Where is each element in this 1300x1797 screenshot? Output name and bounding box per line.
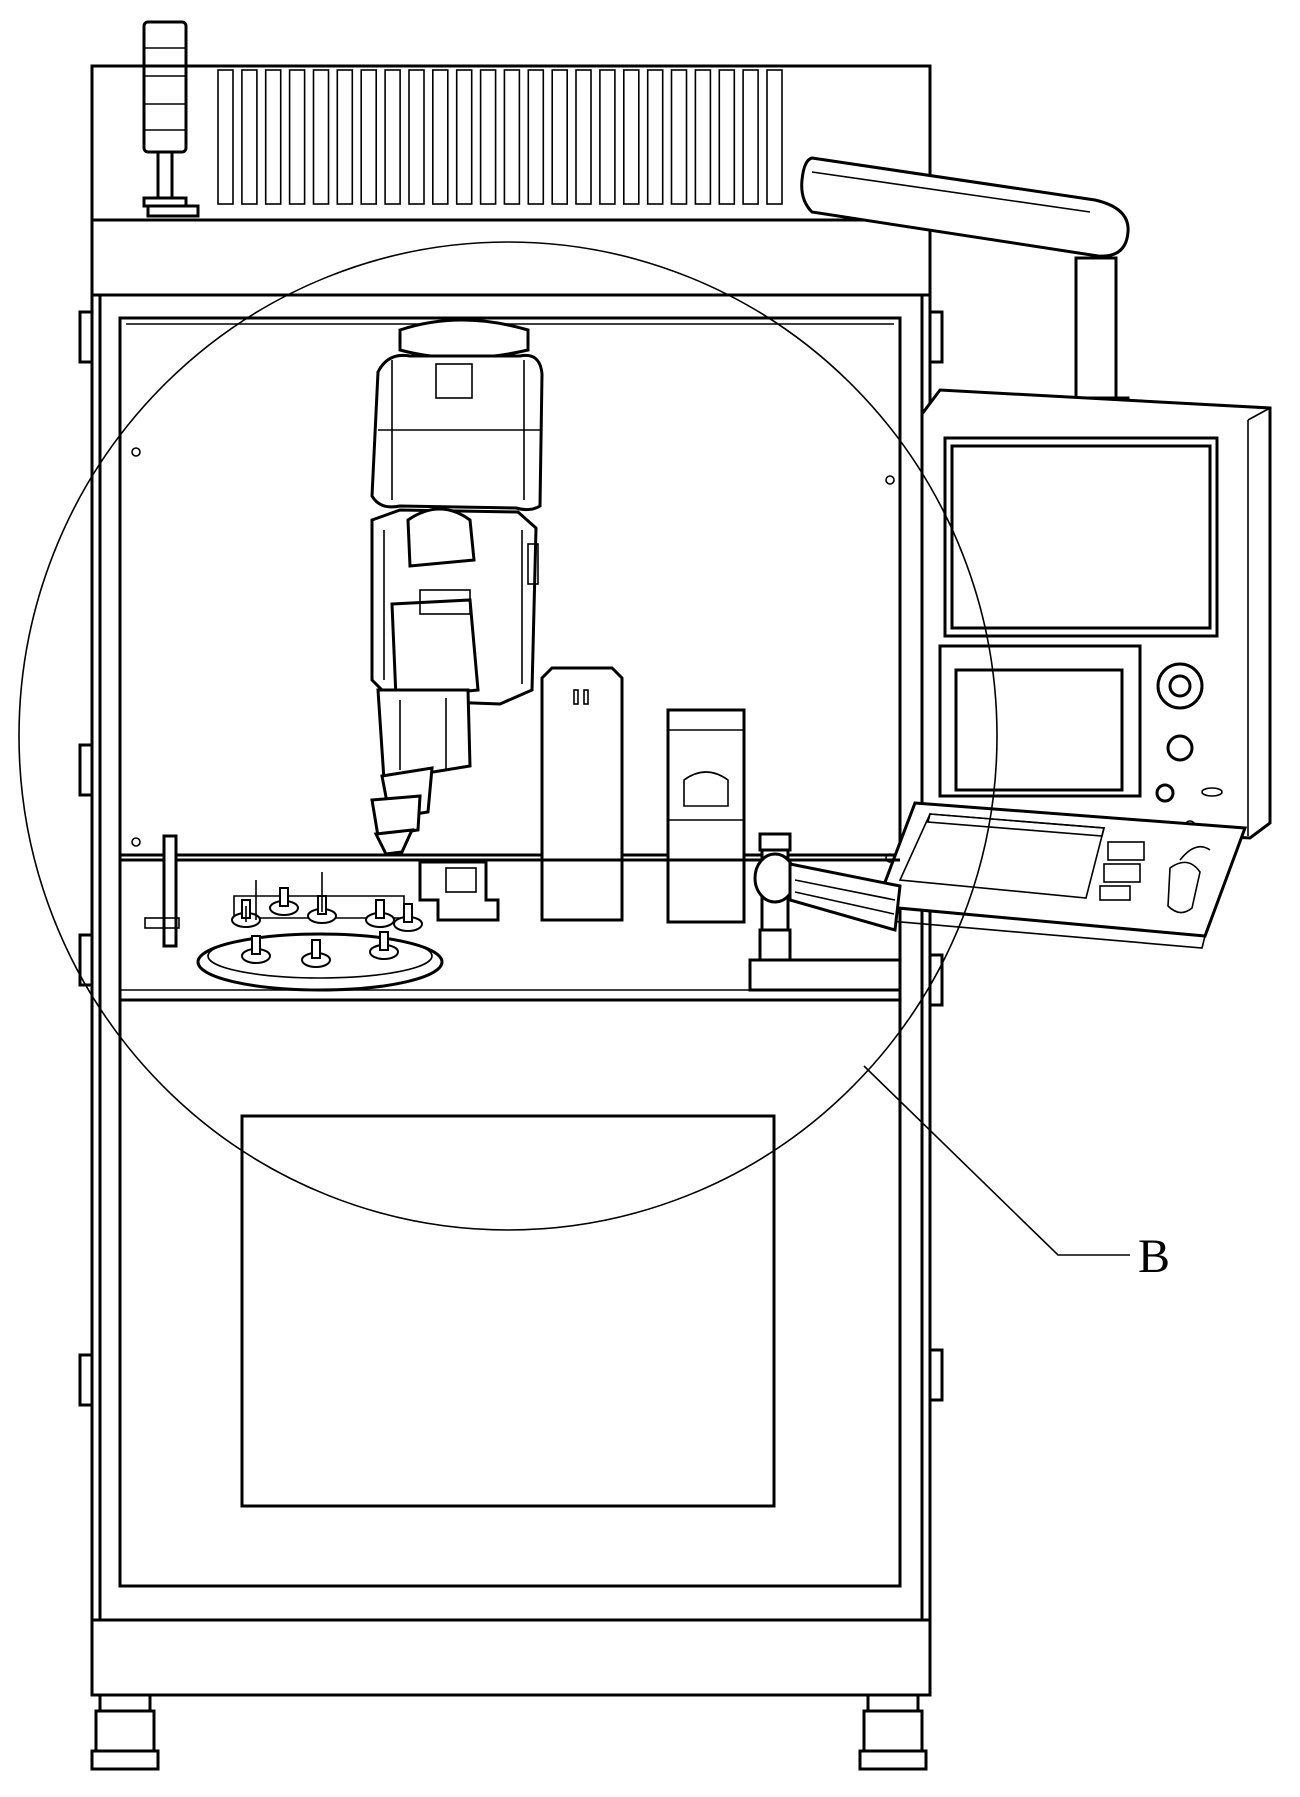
- vent-slat: [314, 70, 329, 204]
- vent-slat: [600, 70, 615, 204]
- leveling-feet: [92, 1695, 926, 1769]
- signal-tower-lamp: [144, 22, 198, 216]
- vent-slat: [552, 70, 567, 204]
- vent-slat: [528, 70, 543, 204]
- vent-slat: [457, 70, 472, 204]
- vent-slat: [719, 70, 734, 204]
- fixture-post: [312, 940, 320, 958]
- lower-access-panel: [242, 1116, 774, 1506]
- vent-slat: [266, 70, 281, 204]
- callout-label-b: B: [1138, 1230, 1170, 1283]
- vent-slat: [242, 70, 257, 204]
- fixture-post: [252, 936, 260, 954]
- vent-slat: [337, 70, 352, 204]
- vent-slat: [218, 70, 233, 204]
- vent-slat: [576, 70, 591, 204]
- fixture-post: [380, 932, 388, 950]
- top-vent-grille: [218, 70, 782, 204]
- vent-slat: [409, 70, 424, 204]
- vent-slat: [624, 70, 639, 204]
- vent-slat: [290, 70, 305, 204]
- rotary-fixture-table: [198, 872, 442, 990]
- robot-arm: [372, 320, 542, 854]
- vent-slat: [672, 70, 687, 204]
- vent-slat: [743, 70, 758, 204]
- vent-slat: [433, 70, 448, 204]
- fixture-post: [376, 900, 384, 918]
- vent-slat: [504, 70, 519, 204]
- vent-slat: [361, 70, 376, 204]
- control-panel-swing-arm: [802, 158, 1128, 414]
- vent-slat: [767, 70, 782, 204]
- control-panel: [876, 390, 1270, 948]
- vent-slat: [695, 70, 710, 204]
- fixture-post: [280, 888, 288, 906]
- fixture-post: [404, 904, 412, 922]
- outfeed-conveyor: [750, 834, 900, 990]
- vent-slat: [385, 70, 400, 204]
- vent-slat: [648, 70, 663, 204]
- vent-slat: [481, 70, 496, 204]
